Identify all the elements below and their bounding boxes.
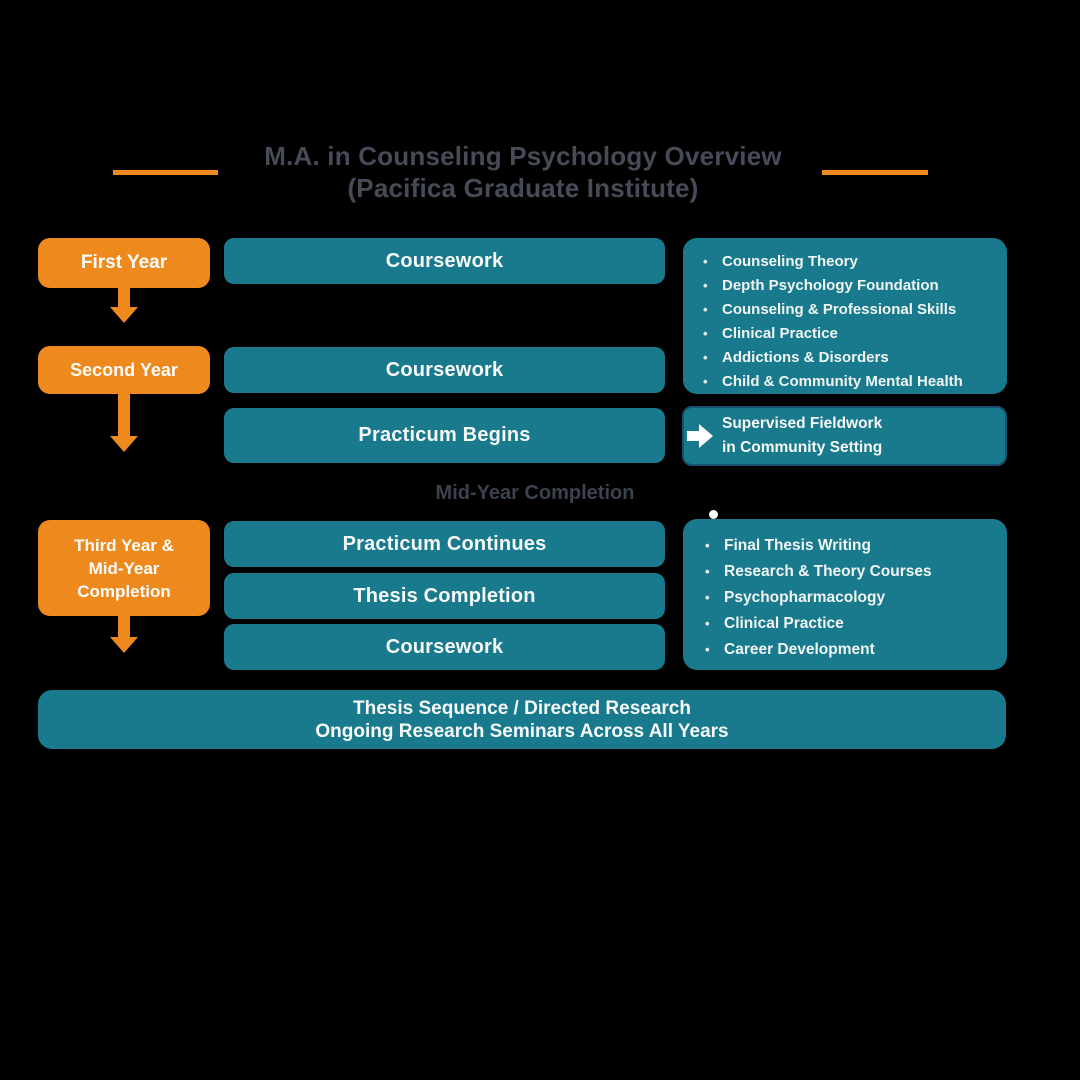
- stage-label: Coursework: [385, 358, 504, 381]
- bullet-item: Psychopharmacology: [705, 585, 999, 611]
- stage-label: Practicum Begins: [358, 424, 531, 446]
- stage-label: Practicum Continues: [342, 532, 547, 555]
- down-arrow-icon: [110, 394, 138, 452]
- midyear-completion-label: Mid-Year Completion: [435, 482, 635, 504]
- arrow-stem: [687, 431, 699, 441]
- stage-label: Coursework: [385, 635, 504, 658]
- arrow-head: [110, 637, 138, 653]
- decorative-dot: [709, 510, 718, 519]
- bullet-item: Counseling Theory: [703, 250, 999, 274]
- stage-box-coursework-year1: Coursework: [224, 238, 665, 284]
- arrow-head: [110, 307, 138, 323]
- title-accent-line-left: [113, 170, 218, 175]
- detail-box-supervised-fieldwork: Supervised Fieldwork in Community Settin…: [682, 406, 1007, 466]
- banner-line2: Ongoing Research Seminars Across All Yea…: [315, 720, 729, 742]
- arrow-stem: [118, 394, 130, 436]
- down-arrow-icon: [110, 616, 138, 653]
- thesis-sequence-banner: Thesis Sequence / Directed Research Ongo…: [38, 690, 1006, 749]
- year-box-second: Second Year: [38, 346, 210, 394]
- stage-box-practicum-continues: Practicum Continues: [224, 521, 665, 567]
- fieldwork-line2: in Community Setting: [722, 439, 883, 456]
- arrow-head: [110, 436, 138, 452]
- stage-box-practicum-begins: Practicum Begins: [224, 408, 665, 463]
- bullet-item: Clinical Practice: [703, 322, 999, 346]
- bullet-item: Depth Psychology Foundation: [703, 274, 999, 298]
- stage-label: Coursework: [385, 249, 504, 272]
- year-box-third-line1: Third Year &: [74, 535, 174, 555]
- arrow-stem: [118, 288, 130, 307]
- bullet-item: Addictions & Disorders: [703, 346, 999, 370]
- stage-box-thesis-completion: Thesis Completion: [224, 573, 665, 619]
- page-title-line1: M.A. in Counseling Psychology Overview: [264, 141, 782, 171]
- bullet-item: Final Thesis Writing: [705, 533, 999, 559]
- year-box-third-line2: Mid-Year: [88, 558, 160, 578]
- page-title-line2: (Pacifica Graduate Institute): [347, 173, 699, 203]
- stage-label: Thesis Completion: [353, 584, 536, 607]
- down-arrow-icon: [110, 288, 138, 323]
- right-arrow-icon: [687, 424, 713, 448]
- bullet-item: Counseling & Professional Skills: [703, 298, 999, 322]
- arrow-head: [699, 424, 713, 448]
- bullet-item: Child & Community Mental Health: [703, 370, 999, 394]
- detail-box-years-1-2: Counseling Theory Depth Psychology Found…: [683, 238, 1007, 394]
- bullet-item: Clinical Practice: [705, 611, 999, 637]
- year-box-first: First Year: [38, 238, 210, 288]
- year-box-third-line3: Completion: [77, 581, 171, 601]
- bullet-list-year-3: Final Thesis Writing Research & Theory C…: [683, 519, 1007, 663]
- fieldwork-line1: Supervised Fieldwork: [722, 415, 883, 432]
- bullet-item: Career Development: [705, 637, 999, 663]
- bullet-item: Research & Theory Courses: [705, 559, 999, 585]
- year-box-first-label: First Year: [80, 252, 168, 273]
- fieldwork-text: Supervised Fieldwork in Community Settin…: [684, 412, 882, 460]
- stage-box-coursework-year3: Coursework: [224, 624, 665, 670]
- stage-box-coursework-year2: Coursework: [224, 347, 665, 393]
- page-title: M.A. in Counseling Psychology Overview (…: [0, 140, 1046, 204]
- year-box-second-label: Second Year: [70, 359, 178, 380]
- banner-line1: Thesis Sequence / Directed Research: [353, 697, 691, 719]
- arrow-stem: [118, 616, 130, 637]
- detail-box-year-3: Final Thesis Writing Research & Theory C…: [683, 519, 1007, 670]
- bullet-list-years-1-2: Counseling Theory Depth Psychology Found…: [683, 238, 1007, 394]
- title-accent-line-right: [822, 170, 928, 175]
- year-box-third: Third Year & Mid-Year Completion: [38, 520, 210, 616]
